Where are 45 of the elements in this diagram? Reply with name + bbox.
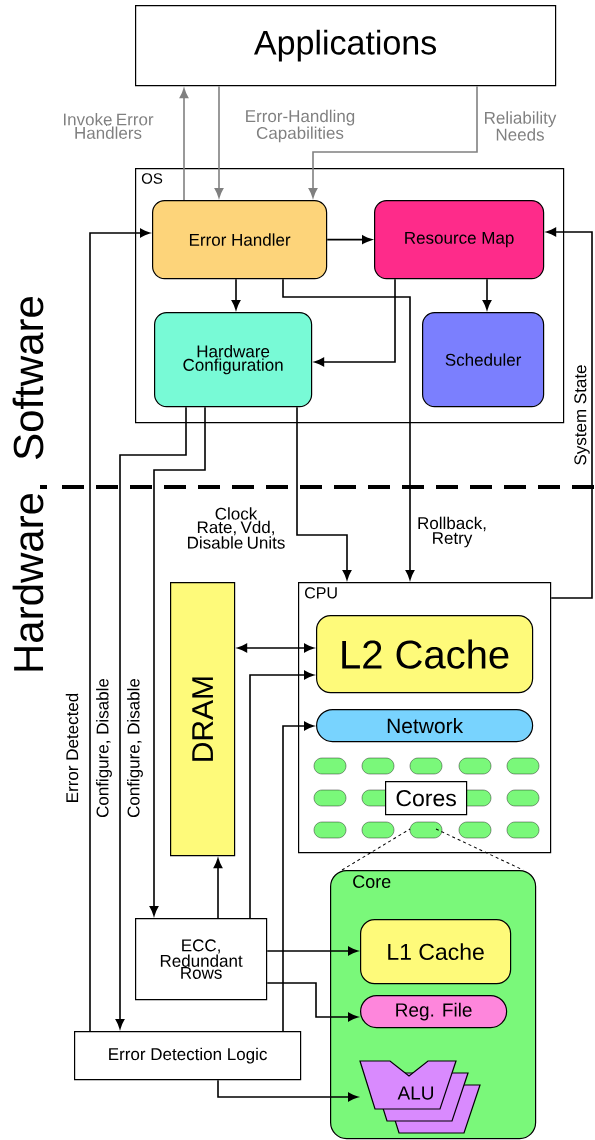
edge-label: Error-Handling Capabilities — [246, 109, 355, 143]
arrow — [326, 235, 372, 244]
arrow — [282, 721, 314, 1032]
edge-label: Rollback, Retry — [418, 516, 486, 548]
edge-label: Error Detected — [65, 693, 79, 802]
arrow — [546, 227, 593, 599]
arrow — [266, 982, 358, 1022]
arrow — [482, 278, 492, 310]
arrow — [296, 406, 352, 580]
error-detection-box: Error Detection Logic — [74, 1031, 302, 1081]
arrow — [231, 278, 241, 310]
ecc-box: ECC, Redundant Rows — [135, 918, 268, 1001]
edge-label: Reliability Needs — [485, 111, 557, 141]
edge-label: Configure, Disable — [127, 678, 143, 818]
network-bar: Network — [316, 709, 534, 743]
scheduler-box: Scheduler — [422, 312, 545, 408]
edge-label: Configure, Disable — [96, 678, 112, 818]
cores-label-box: Cores — [385, 781, 468, 816]
dram-box: DRAM — [170, 582, 236, 857]
arrow — [115, 406, 187, 1029]
arrow — [282, 278, 415, 580]
alu-drawing: ALU — [359, 1060, 481, 1134]
arrow — [266, 946, 358, 956]
edge-label: System State — [574, 365, 590, 465]
l2-cache-box: L2 Cache — [316, 615, 534, 694]
applications-box: Applications — [135, 5, 557, 87]
arrow — [314, 278, 396, 367]
edge-label: Clock Rate, Vdd, Disable Units — [188, 507, 285, 549]
section-label: Hardware — [12, 493, 44, 671]
l1-cache-box: L1 Cache — [360, 919, 512, 985]
arrow — [214, 85, 224, 198]
edge-label: Invoke Error Handlers — [63, 113, 154, 139]
section-label: Software — [12, 297, 44, 459]
arrow — [249, 670, 314, 919]
arrow — [237, 643, 314, 653]
arrow — [179, 88, 189, 201]
register-file-box: Reg. File — [360, 995, 508, 1029]
arrow — [217, 1079, 358, 1102]
arrow — [149, 406, 206, 916]
resource-map-box: Resource Map — [374, 200, 545, 280]
arrow — [308, 85, 478, 198]
arrow — [89, 228, 150, 1032]
hardware-configuration-box: Hardware Configuration — [154, 312, 313, 408]
error-handler-box: Error Handler — [152, 200, 328, 280]
arrow — [213, 858, 223, 919]
